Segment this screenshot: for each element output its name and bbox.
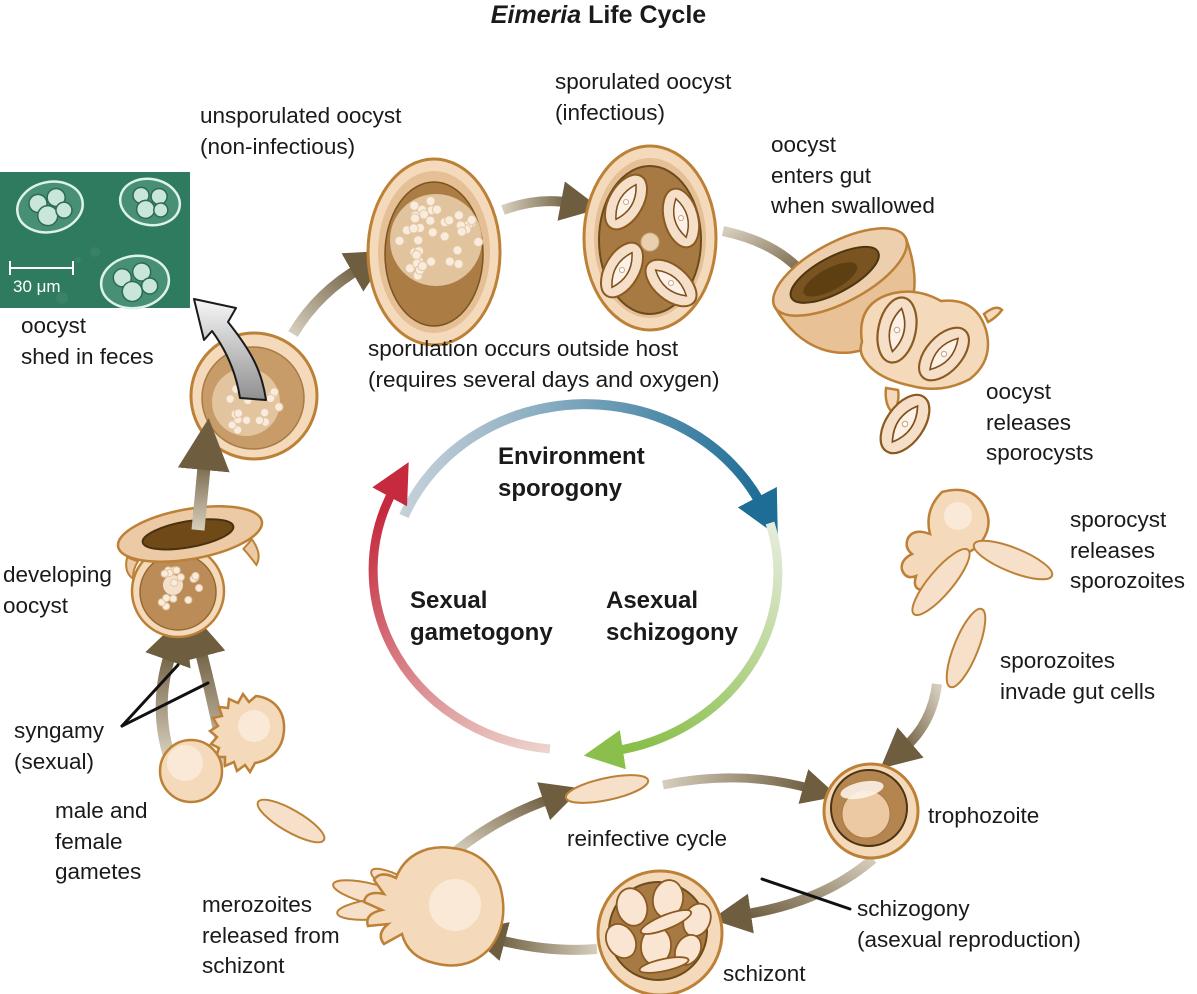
developing-oocyst-granules (157, 566, 204, 611)
unsporulated-oocyst-illustration (366, 157, 502, 347)
label-oocyst-enters-gut: oocyst enters gut when swallowed (771, 132, 935, 219)
label-reinfective-cycle: reinfective cycle (567, 826, 728, 851)
micrograph-oocyst-1 (16, 180, 84, 234)
released-sporocyst (869, 385, 941, 463)
schizogony-pointer (760, 877, 852, 911)
gametes-illustration (158, 691, 326, 844)
label-developing-oocyst: developing oocyst (3, 562, 112, 618)
scale-bar-label: 30 μm (13, 277, 61, 296)
label-environment-sporogony: Environment sporogony (498, 443, 645, 502)
micrograph-oocyst-3 (99, 254, 171, 310)
label-schizont: schizont (723, 961, 806, 986)
central-cycle-arcs (368, 399, 783, 770)
unsporulated-sporoblast-mass (394, 196, 484, 281)
label-oocyst-shed: oocyst shed in feces (21, 313, 154, 369)
sporozoite (972, 539, 1054, 581)
schizont-illustration (596, 869, 724, 994)
page-title: Eimeria Life Cycle (0, 1, 1197, 30)
arrow-trophozoite-to-schizont (711, 855, 877, 934)
micrograph-oocyst-2 (118, 177, 182, 227)
schizont-merozoite-sliver (639, 909, 693, 935)
pointer-lines (120, 663, 852, 911)
label-merozoites-released: merozoites released from schizont (202, 892, 340, 979)
schizont-merozoite-sliver (638, 956, 690, 974)
oocyst-cap-disc (116, 505, 264, 581)
micrograph-scale-bar (9, 261, 74, 275)
arrow-reinfective-left (452, 782, 582, 855)
label-oocyst-releases-sporocysts: oocyst releases sporocysts (986, 379, 1094, 466)
arrow-sporozoite-to-trophozoite (880, 683, 942, 769)
arrow-gametes-to-oocyst-left (145, 615, 191, 758)
title-species: Eimeria (490, 1, 582, 29)
arrow-unsporulated-to-sporulated (501, 181, 601, 221)
sexual-gametogony-arc (368, 462, 551, 754)
syngamy-pointer-2 (120, 681, 210, 728)
trophozoite-illustration (822, 762, 920, 860)
arrow-shed-to-unsporulated (288, 250, 391, 337)
label-syngamy: syngamy (sexual) (14, 718, 105, 774)
label-sporulated-oocyst: sporulated oocyst (infectious) (555, 69, 732, 125)
arrow-reinfective-right (662, 769, 838, 804)
label-sporulation-note: sporulation occurs outside host (require… (368, 336, 720, 392)
arrow-schizont-to-merozoites (465, 922, 598, 961)
label-schizogony: schizogony (asexual reproduction) (857, 896, 1081, 952)
title-rest: Life Cycle (581, 1, 707, 29)
flow-arrows (145, 181, 942, 961)
label-sporocyst-releases-sporozoites: sporocyst releases sporozoites (1070, 507, 1186, 594)
label-sexual-gametogony: Sexual gametogony (410, 587, 553, 646)
sporozoite (911, 547, 971, 617)
micrograph-debris (75, 257, 81, 263)
label-unsporulated-oocyst: unsporulated oocyst (non-infectious) (200, 103, 402, 159)
merozoites-released-illustration (332, 845, 505, 967)
label-trophozoite: trophozoite (928, 803, 1040, 828)
environment-sporogony-arc (399, 399, 778, 537)
label-gametes: male and female gametes (55, 798, 148, 885)
arrow-developing-to-shed (177, 418, 230, 531)
label-sporozoites-invade: sporozoites invade gut cells (1000, 648, 1156, 704)
asexual-schizogony-arc (583, 521, 783, 770)
micrograph-debris (90, 247, 100, 257)
reinfective-merozoite (564, 774, 650, 804)
sporocyst-releasing-sporozoites-illustration (900, 488, 1054, 617)
oocyst-micrograph: 30 μm (0, 172, 190, 310)
oocyst-enters-gut-illustration (771, 227, 1004, 463)
microgamete (256, 798, 326, 844)
sporulated-oocyst-illustration (582, 144, 718, 332)
arrow-to-micrograph (193, 298, 267, 401)
micrograph-debris (56, 292, 68, 304)
label-asexual-schizogony: Asexual schizogony (606, 587, 739, 646)
invading-sporozoite (945, 607, 987, 689)
developing-oocyst-illustration (116, 505, 264, 639)
syngamy-pointer-1 (120, 663, 180, 728)
